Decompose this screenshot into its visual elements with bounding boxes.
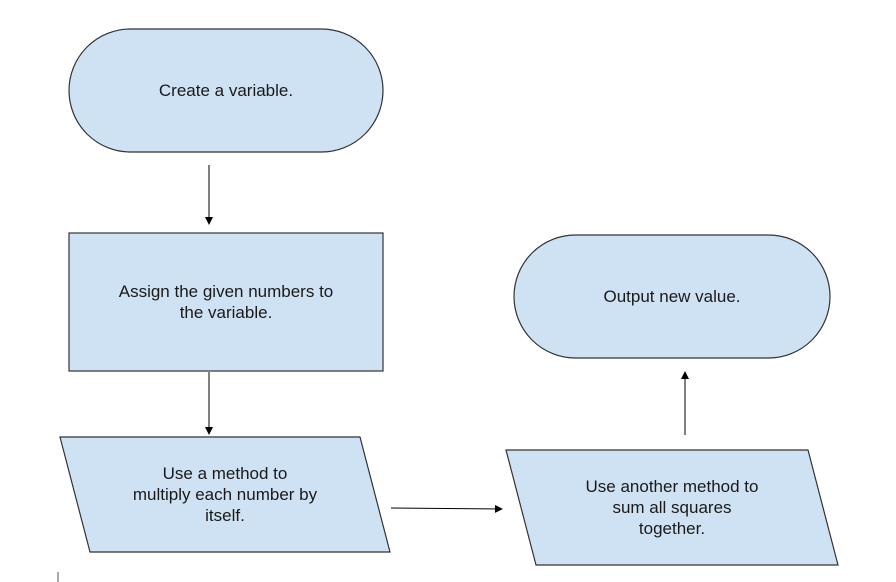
node-create-variable-shape <box>68 28 384 153</box>
node-create-variable-label: Create a variable. <box>69 29 383 152</box>
sum-squares-text-line3: together. <box>638 519 706 538</box>
node-output-value-shape <box>513 234 831 359</box>
multiply-each-text-line3: itself. <box>205 506 245 525</box>
multiply-each-text-line1: Use a method to <box>162 464 288 483</box>
node-output-value-label: Output new value. <box>514 235 830 358</box>
node-assign-numbers-label: Assign the given numbers to the variable… <box>69 233 383 371</box>
node-assign-numbers-shape <box>68 232 384 372</box>
sum-squares-text-line2: sum all squares <box>612 498 732 517</box>
assign-numbers-text-line1: Assign the given numbers to <box>118 282 334 301</box>
sum-squares-text-line1: Use another method to <box>585 477 759 496</box>
multiply-each-text-line2: multiply each number by <box>132 485 318 504</box>
node-multiply-each-shape <box>59 436 391 553</box>
node-sum-squares-label: Use another method to sum all squares to… <box>536 450 808 565</box>
output-value-text: Output new value. <box>603 287 741 306</box>
node-sum-squares-shape <box>505 449 839 566</box>
create-variable-text: Create a variable. <box>158 81 294 100</box>
assign-numbers-text-line2: the variable. <box>179 303 273 322</box>
edge-multiply-to-sum <box>390 504 503 513</box>
node-multiply-each-label: Use a method to multiply each number by … <box>90 437 360 552</box>
